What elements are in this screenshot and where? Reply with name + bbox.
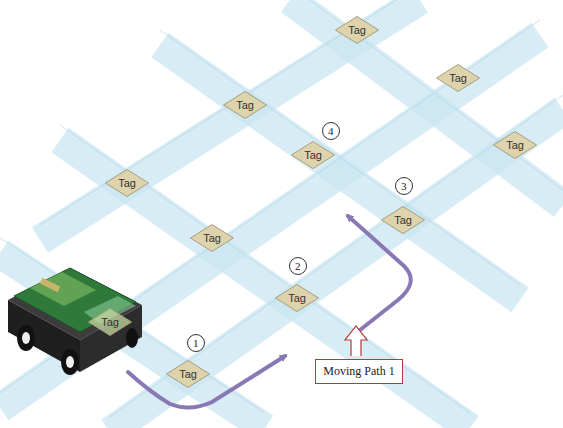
tag-label: Tag — [203, 233, 221, 244]
tag-diamond: Tag — [88, 308, 132, 336]
tag-diamond: Tag — [335, 16, 379, 44]
tag-label: Tag — [506, 140, 524, 151]
robot-car — [8, 268, 142, 375]
tag-diamond: Tag — [436, 64, 480, 92]
callout-number: 3 — [401, 181, 407, 192]
callout-number: 1 — [193, 338, 199, 349]
tag-diamond: Tag — [223, 91, 267, 119]
moving-path — [128, 216, 411, 408]
tag-diamond: Tag — [275, 284, 319, 312]
callout-text: Moving Path 1 — [323, 364, 394, 379]
callout-arrow — [345, 326, 367, 356]
tag-label: Tag — [288, 293, 306, 304]
tag-label: Tag — [236, 100, 254, 111]
tag-diamond: Tag — [166, 360, 210, 388]
tag-label: Tag — [449, 73, 467, 84]
tag-label: Tag — [101, 317, 119, 328]
tag-diamond: Tag — [291, 141, 335, 169]
tag-diamond: Tag — [493, 131, 537, 159]
tag-label: Tag — [304, 150, 322, 161]
tag-label: Tag — [394, 215, 412, 226]
tag-diamond: Tag — [381, 206, 425, 234]
tag-label: Tag — [348, 25, 366, 36]
number-circles — [188, 123, 413, 352]
callout-box: Moving Path 1 — [315, 359, 403, 384]
tag-label: Tag — [118, 178, 136, 189]
tag-diamond: Tag — [190, 224, 234, 252]
callout-number: 2 — [295, 261, 301, 272]
tag-diamond: Tag — [105, 169, 149, 197]
tag-label: Tag — [179, 369, 197, 380]
callout-number: 4 — [328, 126, 334, 137]
